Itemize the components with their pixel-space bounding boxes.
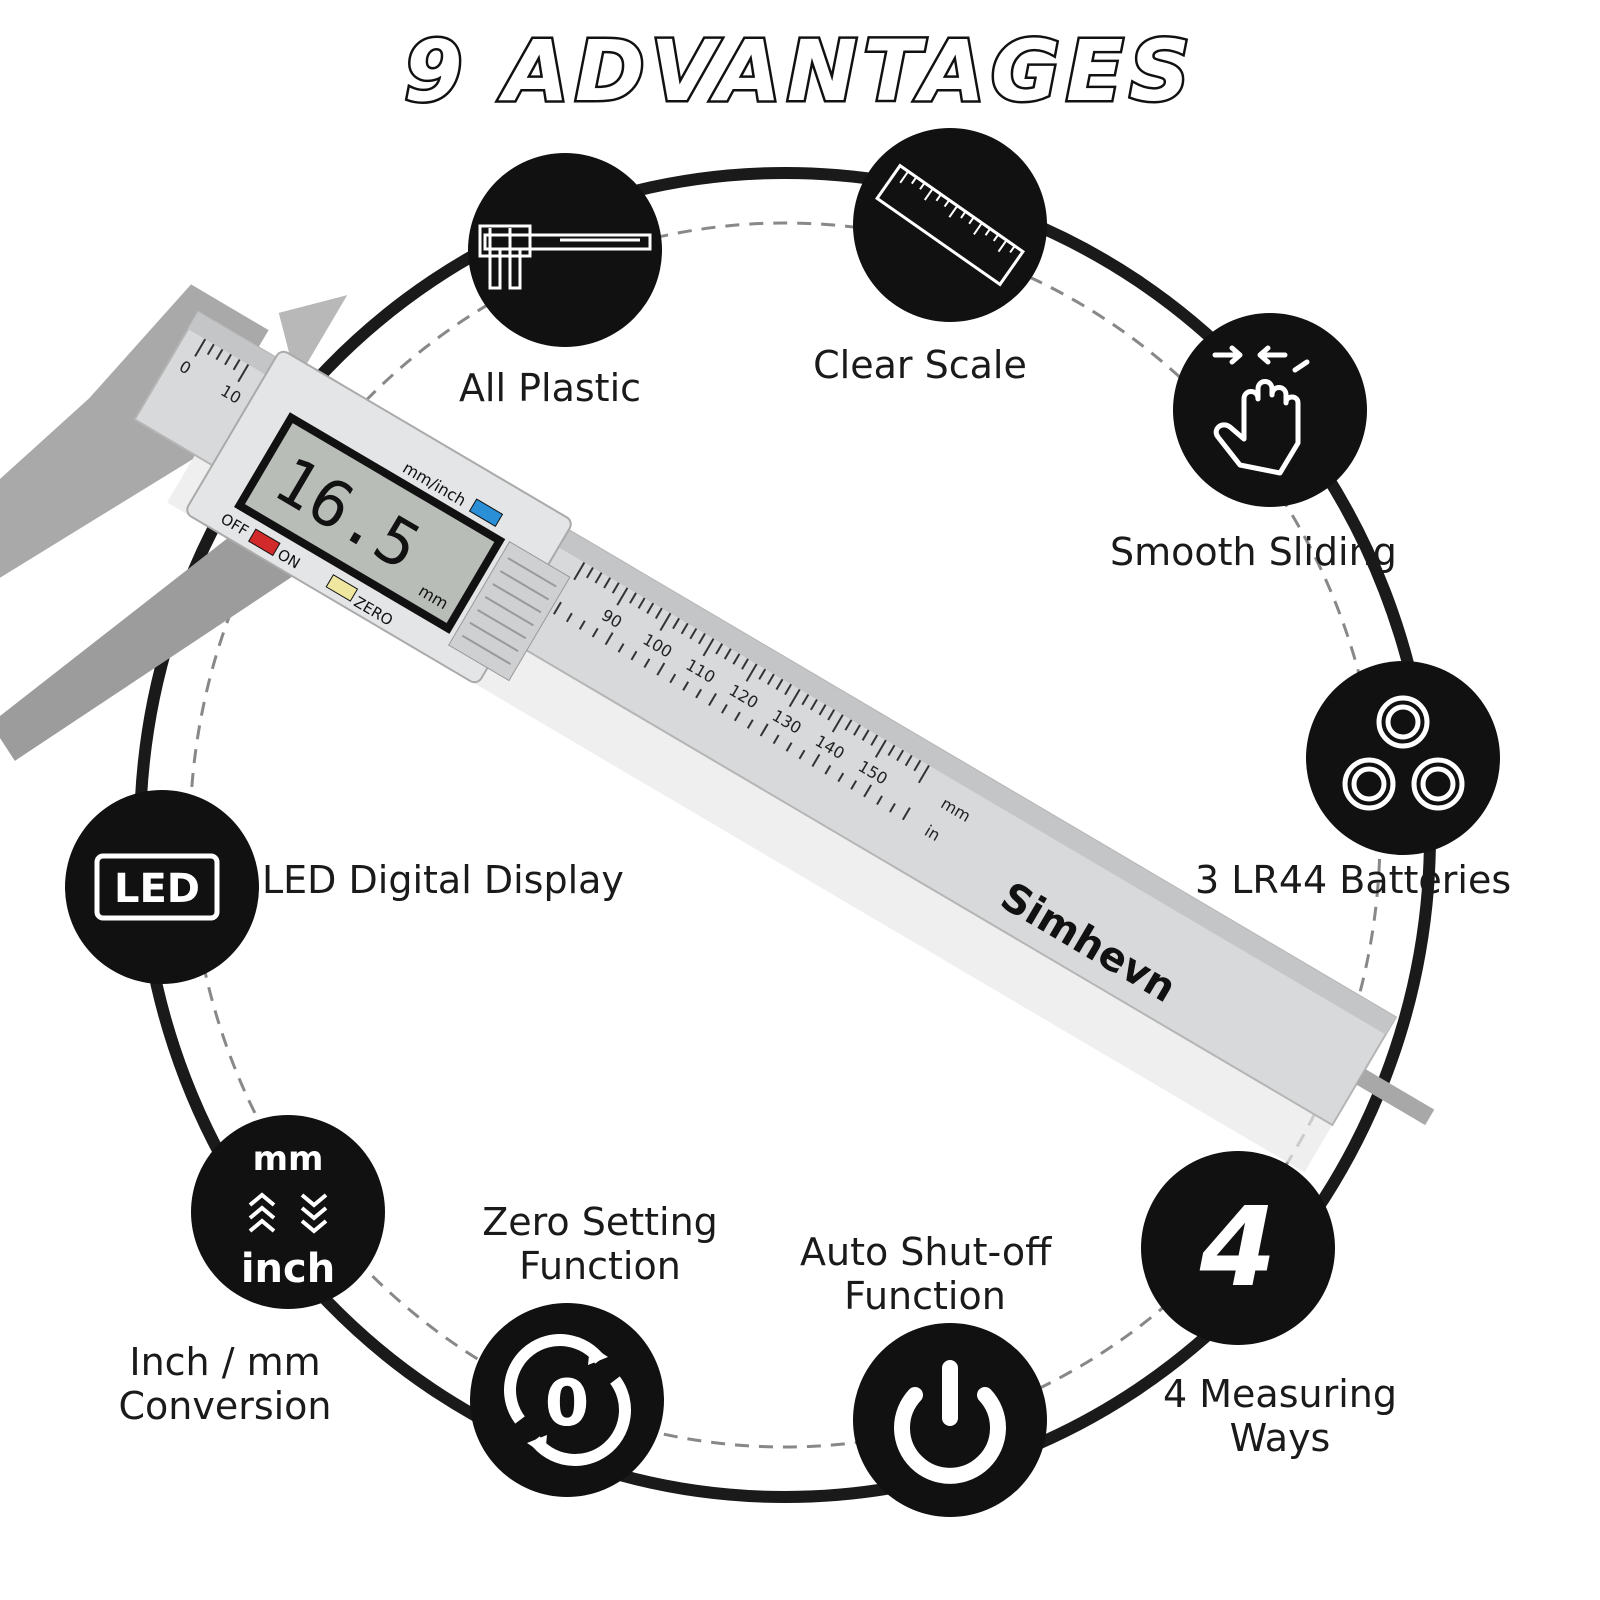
on-off-button[interactable] bbox=[248, 528, 281, 557]
feature-label-measuring-ways: 4 Measuring Ways bbox=[1155, 1372, 1405, 1460]
feature-label-smooth-sliding: Smooth Sliding bbox=[1110, 530, 1397, 574]
feature-label-auto-shutoff: Auto Shut-off Function bbox=[800, 1230, 1052, 1318]
feature-circle bbox=[1306, 661, 1500, 855]
page-title: 9 ADVANTAGES bbox=[402, 20, 1196, 123]
zero-reset-icon: 0 bbox=[504, 1334, 631, 1466]
label-line: Inch / mm bbox=[129, 1340, 321, 1384]
label-line: Zero Setting bbox=[482, 1200, 718, 1244]
led-icon: LED bbox=[94, 853, 220, 921]
grip-ridges bbox=[461, 557, 557, 665]
feature-label-led-display: LED Digital Display bbox=[262, 858, 624, 902]
label-line: Auto Shut-off bbox=[800, 1230, 1052, 1274]
feature-label-unit-conversion: Inch / mm Conversion bbox=[110, 1340, 340, 1428]
scale-ticks bbox=[194, 338, 930, 821]
ruler-icon bbox=[875, 163, 1025, 287]
zero-icon-text: 0 bbox=[545, 1367, 590, 1441]
label-line: 4 Measuring bbox=[1163, 1372, 1397, 1416]
digital-caliper: 0 10 90 100 110 120 130 140 150 mm in Si… bbox=[0, 284, 1435, 1173]
power-icon bbox=[894, 1360, 1006, 1484]
unit-button[interactable] bbox=[468, 498, 504, 528]
hand-swipe-icon bbox=[1212, 345, 1310, 476]
caliper-icon bbox=[478, 224, 652, 290]
led-icon-text: LED bbox=[114, 866, 200, 912]
number-four-icon: 4 bbox=[1199, 1183, 1277, 1311]
zero-button[interactable] bbox=[325, 574, 359, 602]
unit-icon-bottom-text: inch bbox=[241, 1246, 335, 1292]
feature-circle bbox=[65, 790, 259, 984]
feature-circle bbox=[1141, 1151, 1335, 1345]
feature-label-clear-scale: Clear Scale bbox=[813, 343, 1027, 387]
feature-circle bbox=[191, 1115, 385, 1309]
outside-jaw-sliding bbox=[0, 505, 339, 761]
unit-conversion-icon: mm inch bbox=[241, 1139, 335, 1292]
unit-icon-top-text: mm bbox=[253, 1139, 324, 1179]
label-line: Function bbox=[844, 1274, 1006, 1318]
feature-label-zero-setting: Zero Setting Function bbox=[480, 1200, 720, 1288]
label-line: Function bbox=[519, 1244, 681, 1288]
label-line: Conversion bbox=[118, 1384, 332, 1428]
feature-label-batteries: 3 LR44 Batteries bbox=[1195, 858, 1512, 902]
batteries-icon bbox=[1342, 695, 1465, 811]
depth-rod bbox=[1356, 1068, 1435, 1126]
feature-circle bbox=[1173, 313, 1367, 507]
label-line: Ways bbox=[1229, 1416, 1331, 1460]
feature-label-all-plastic: All Plastic bbox=[458, 366, 642, 410]
feature-circle bbox=[853, 128, 1047, 322]
lcd-screen bbox=[244, 423, 495, 623]
